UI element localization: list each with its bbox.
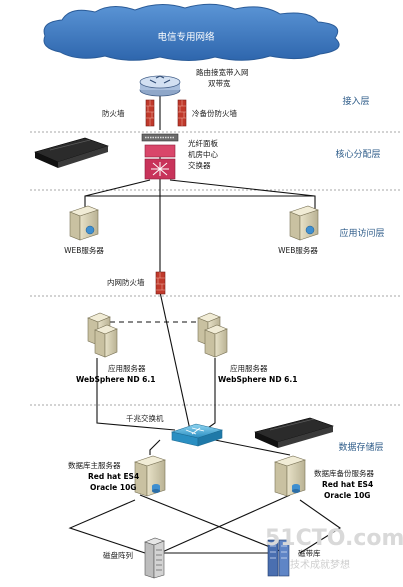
telecom-cloud: 电信专用网络 (43, 3, 340, 61)
app-server-left-software: WebSphere ND 6.1 (76, 375, 155, 384)
db-backup-label-line2: Red hat ES4 (322, 480, 373, 489)
internal-firewall-icon (155, 271, 166, 295)
tape-library-label: 磁带库 (298, 548, 321, 558)
backup-firewall-label: 冷备份防火墙 (192, 108, 237, 118)
db-backup-label-line1: 数据库备份服务器 (314, 468, 374, 478)
web-server-left-label: WEB服务器 (64, 245, 104, 255)
backup-firewall-icon (177, 99, 187, 127)
firewall-icon (145, 99, 155, 127)
core-rack-device-icon (34, 137, 109, 168)
router-label-line2: 双带宽 (208, 78, 231, 88)
watermark: 51CTO.com 技术成就梦想 (265, 526, 403, 571)
db-main-label-line2: Red hat ES4 (88, 472, 139, 481)
db-backup-label-line3: Oracle 10G (324, 491, 370, 500)
disk-array-icon (144, 537, 165, 579)
disk-array-label: 磁盘阵列 (103, 550, 133, 560)
db-backup-server-icon (274, 455, 306, 497)
web-server-right-label: WEB服务器 (278, 245, 318, 255)
core-label-line2: 机房中心 (188, 149, 218, 159)
internal-firewall-label: 内网防火墙 (107, 277, 145, 287)
layer-label-access: 接入层 (342, 95, 369, 107)
firewall-label: 防火墙 (102, 108, 125, 118)
link-db-backup-disk (159, 494, 291, 554)
gigabit-switch-label: 千兆交换机 (126, 413, 164, 423)
watermark-main: 51CTO.com (265, 526, 403, 551)
app-server-left-label: 应用服务器 (108, 363, 146, 373)
web-server-right-icon (289, 205, 319, 241)
link-firewall-gigabit (159, 291, 191, 431)
tape-library-icon (267, 539, 290, 577)
app-server-right-label: 应用服务器 (230, 363, 268, 373)
link-db-main-tape (139, 494, 286, 554)
watermark-sub: 技术成就梦想 (290, 558, 350, 571)
router-icon (139, 75, 181, 97)
cloud-label: 电信专用网络 (157, 31, 215, 43)
storage-rack-device-icon (254, 417, 334, 448)
link-app-left-gigabit (96, 358, 176, 431)
app-server-right-software: WebSphere ND 6.1 (218, 375, 297, 384)
app-server-left-icon (87, 312, 118, 358)
link-gigabit-db-main (149, 439, 161, 455)
core-label-line1: 光纤面板 (188, 138, 218, 148)
db-main-label-line3: Oracle 10G (90, 483, 136, 492)
layer-label-app-access: 应用访问层 (339, 227, 384, 239)
layer-label-core: 核心分配层 (335, 148, 380, 160)
link-gigabit-db-backup (214, 439, 291, 456)
link-web-servers (84, 195, 316, 218)
gigabit-switch-icon (170, 423, 224, 447)
core-label-line3: 交换器 (188, 160, 211, 170)
app-server-right-icon (197, 312, 228, 358)
db-main-server-icon (134, 455, 166, 497)
db-main-label-line1: 数据库主服务器 (68, 460, 121, 470)
router-label-line1: 路由接宽带入网 (196, 67, 249, 77)
layer-label-storage: 数据存储层 (338, 441, 383, 453)
core-switch-icon (141, 133, 179, 180)
web-server-left-icon (69, 205, 99, 241)
